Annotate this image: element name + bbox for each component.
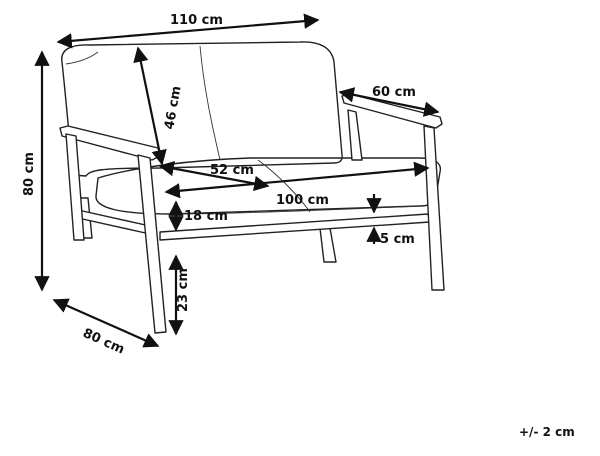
dimension-labels: 110 cm 80 cm 46 cm 60 cm 52 cm 100 cm 18… — [22, 13, 575, 439]
right-back-upright — [347, 109, 363, 161]
left-back-upright — [65, 133, 85, 241]
overall-width-arrow — [56, 13, 320, 49]
seat-width-label: 100 cm — [276, 193, 329, 208]
tolerance-label: +/- 2 cm — [519, 425, 575, 439]
backrest-back-edge — [65, 51, 99, 65]
right-front-leg — [423, 125, 445, 291]
cushion-thickness-label: 5 cm — [380, 232, 415, 247]
leg-height-label: 23 cm — [176, 268, 191, 312]
overall-depth-label: 80 cm — [80, 326, 126, 358]
seat-depth-label: 52 cm — [210, 163, 254, 178]
armrest-depth-arrow — [338, 87, 440, 117]
back-right-leg — [319, 227, 337, 263]
seat-cushion-front — [169, 205, 421, 215]
backrest-seam — [199, 45, 221, 161]
overall-height-label: 80 cm — [22, 152, 37, 196]
seat-width-arrow — [164, 161, 430, 199]
backrest-height-label: 46 cm — [162, 85, 184, 131]
dimension-lines — [34, 13, 440, 348]
overall-width-label: 110 cm — [170, 13, 223, 28]
left-front-leg — [137, 154, 167, 334]
backrest-height-arrow — [133, 46, 167, 166]
overall-depth-arrow — [52, 298, 160, 348]
armrest-depth-label: 60 cm — [372, 85, 416, 100]
seat-cushion-height-label: 18 cm — [184, 209, 228, 224]
